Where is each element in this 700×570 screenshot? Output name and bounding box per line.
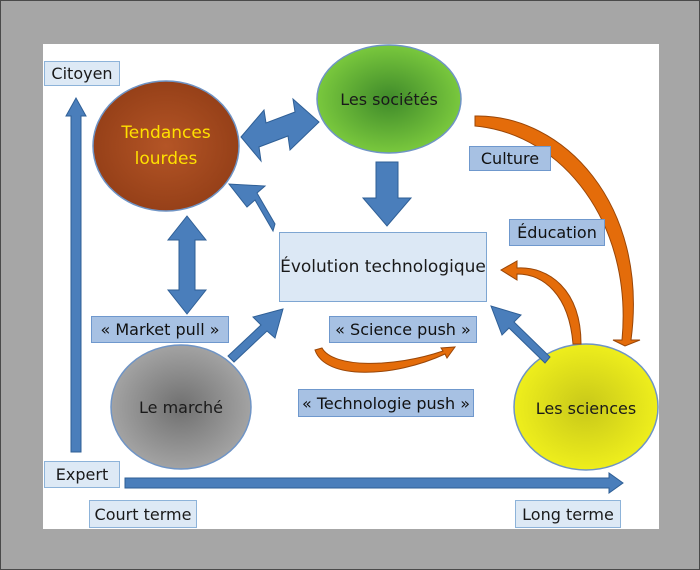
node-les-societes xyxy=(316,44,462,154)
science-push-label: « Science push » xyxy=(329,316,477,343)
education-curved-arrow xyxy=(500,260,582,345)
diagram-canvas: Tendances lourdes Les sociétés Le marché… xyxy=(43,44,659,529)
node-le-marche xyxy=(110,344,252,470)
long-terme-label: Long terme xyxy=(515,500,621,528)
node-tendances-lourdes xyxy=(92,80,240,212)
culture-label: Culture xyxy=(469,146,551,171)
double-arrow-tendances-market xyxy=(166,215,208,315)
education-label: Éducation xyxy=(509,219,605,246)
market-pull-label: « Market pull » xyxy=(91,316,229,343)
double-arrow-tendances-societes xyxy=(240,97,320,163)
technologie-push-curved-arrow xyxy=(314,346,457,373)
expert-label: Expert xyxy=(44,461,120,488)
arrow-societes-to-evolution xyxy=(361,161,413,227)
diagram-graphics xyxy=(65,44,659,494)
arrow-sciences-to-evolution xyxy=(490,305,551,364)
horizontal-axis-arrow xyxy=(124,472,624,494)
vertical-axis-arrow xyxy=(65,96,87,453)
court-terme-label: Court terme xyxy=(89,500,197,528)
technologie-push-label: « Technologie push » xyxy=(298,389,474,417)
evolution-technologique-box: Évolution technologique xyxy=(279,232,487,302)
citoyen-label: Citoyen xyxy=(44,61,120,86)
arrow-marche-to-evolution xyxy=(227,308,284,363)
node-les-sciences xyxy=(513,343,659,471)
arrow-evolution-to-tendances xyxy=(227,183,276,233)
